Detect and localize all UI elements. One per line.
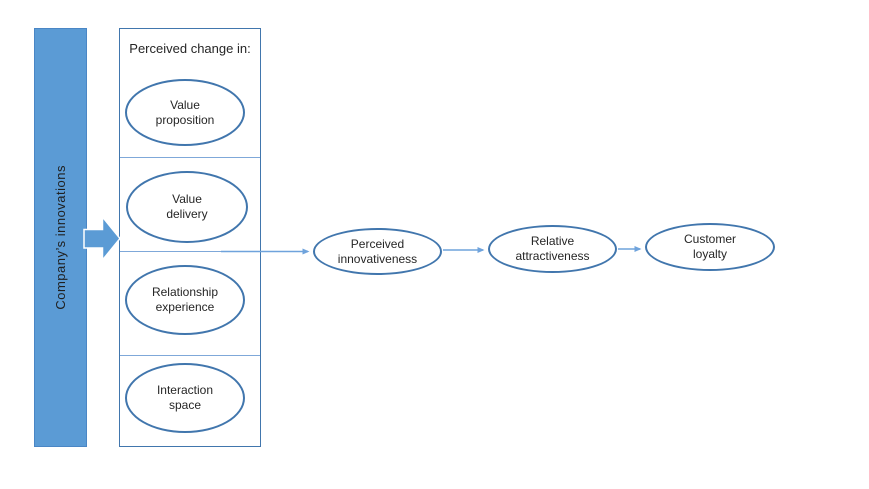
node-label: Perceived innovativeness bbox=[337, 236, 418, 266]
box-divider bbox=[120, 355, 260, 356]
box-divider bbox=[120, 251, 260, 252]
node-interaction-space: Interaction space bbox=[125, 363, 245, 433]
node-label: Customer loyalty bbox=[683, 232, 736, 261]
node-label: Relationship experience bbox=[151, 285, 219, 314]
node-label: Relative attractiveness bbox=[515, 234, 590, 263]
node-perceived-innovativeness: Perceived innovativeness bbox=[313, 228, 442, 275]
node-label: Interaction space bbox=[156, 383, 214, 412]
right-block-arrow-icon bbox=[83, 214, 121, 263]
node-label: Value proposition bbox=[155, 97, 215, 127]
company-innovations-label: Company’s innovations bbox=[53, 165, 68, 310]
perceived-change-title: Perceived change in: bbox=[129, 41, 251, 56]
node-value-proposition: Value proposition bbox=[125, 79, 245, 146]
node-value-delivery: Value delivery bbox=[126, 171, 248, 243]
box-divider bbox=[120, 157, 260, 158]
node-label: Value delivery bbox=[166, 192, 208, 221]
company-innovations-bar: Company’s innovations bbox=[34, 28, 87, 447]
node-customer-loyalty: Customer loyalty bbox=[645, 223, 775, 271]
node-relative-attractiveness: Relative attractiveness bbox=[488, 225, 617, 273]
node-relationship-experience: Relationship experience bbox=[125, 265, 245, 335]
